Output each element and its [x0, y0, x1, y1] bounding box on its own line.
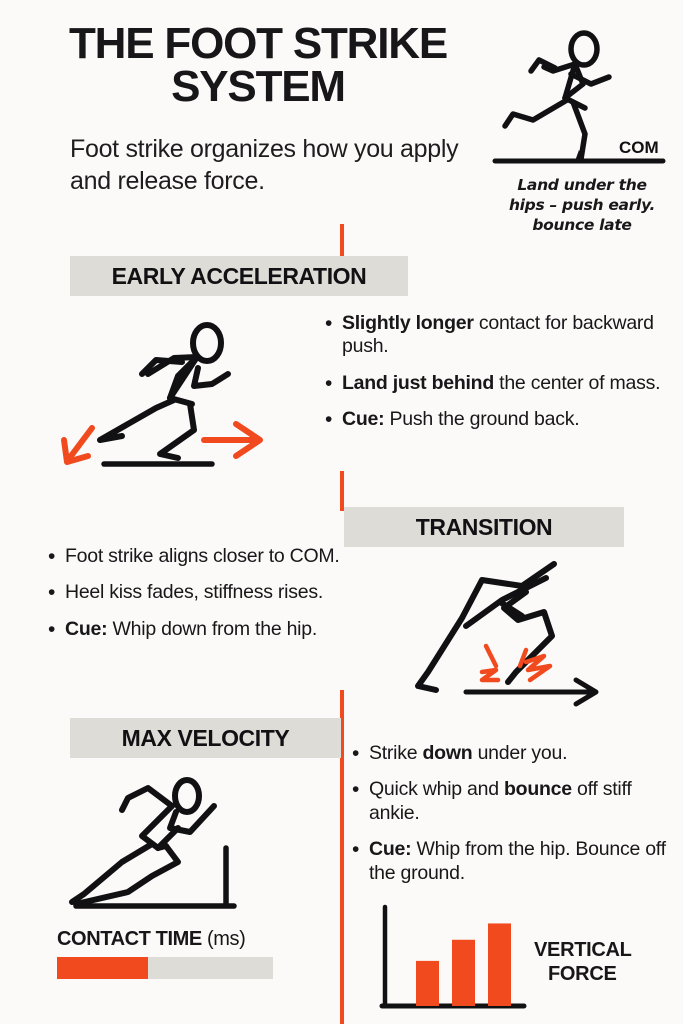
list-item: Foot strike aligns closer to COM. [48, 544, 348, 570]
bullet-strong: bounce [504, 778, 572, 801]
bullet-text: Push the ground back. [384, 408, 580, 431]
contact-time-label: CONTACT TIME (ms) [57, 928, 246, 951]
com-label: COM [619, 138, 659, 157]
contact-time-meter [57, 957, 273, 979]
bullet-strong: Cue: [369, 838, 412, 861]
bullet-text: Whip from the hip. Bounce off the ground… [369, 838, 666, 884]
bullet-tail: under you. [472, 742, 568, 764]
bullet-list-max-velocity: Strike down under you. Quick whip and bo… [352, 741, 670, 898]
bullet-text: contact for backward push. [342, 312, 654, 358]
hero-caption-line-2: hips – push early. [508, 195, 656, 214]
list-item: Cue: Push the ground back. [325, 407, 675, 433]
running-stick-figure-icon: COM [487, 22, 677, 167]
chart-bar [452, 939, 475, 1006]
bullet-strong: Cue: [342, 408, 385, 431]
list-item: Slightly longer contact for backward pus… [325, 311, 675, 359]
bullet-list-early-acceleration: Slightly longer contact for backward pus… [325, 311, 675, 445]
bullet-strong: down [422, 742, 473, 764]
list-item: Land just behind the center of mass. [325, 371, 675, 397]
bullet-strong: Cue: [65, 617, 108, 640]
upright-sprinter-icon [62, 766, 312, 910]
list-item: Heel kiss fades, stiffness rises. [48, 580, 348, 606]
list-item: Quick whip and bounce off stiff ankie. [352, 777, 670, 825]
bullet-text: Quick whip and [369, 778, 504, 801]
accent-divider-top [340, 224, 344, 256]
hero-caption-line-1: Land under the [517, 176, 647, 194]
bullet-text: the center of mass. [494, 371, 661, 394]
bullet-strong: Slightly longer [342, 312, 474, 334]
bullet-text: Foot strike aligns closer to COM. [65, 545, 340, 567]
section-title-early-acceleration: EARLY ACCELERATION [111, 262, 367, 289]
chart-bars [416, 923, 511, 1006]
bullet-strong: Land just behind [342, 371, 494, 394]
vertical-force-label-line-1: VERTICAL [534, 939, 632, 961]
contact-time-meter-fill [57, 957, 148, 979]
vertical-force-label-line-2: FORCE [548, 963, 617, 985]
section-title-max-velocity: MAX VELOCITY [121, 724, 290, 751]
contact-time-unit: (ms) [206, 928, 246, 950]
list-item: Cue: Whip from the hip. Bounce off the g… [352, 837, 670, 885]
bullet-tail: off stiff ankie. [369, 778, 632, 824]
contact-time-title: CONTACT TIME [57, 928, 202, 950]
page-subtitle: Foot strike organizes how you apply and … [70, 135, 459, 195]
section-header-transition: TRANSITION [344, 507, 624, 547]
section-header-early-acceleration: EARLY ACCELERATION [70, 256, 408, 296]
accent-divider-bottom [340, 690, 344, 1024]
leaning-sprinter-with-arrows-icon [52, 312, 322, 472]
chart-bar [488, 923, 511, 1006]
bullet-text: Whip down from the hip. [107, 617, 318, 640]
list-item: Strike down under you. [352, 741, 670, 767]
list-item: Cue: Whip down from the hip. [48, 617, 348, 643]
vertical-force-label: VERTICAL FORCE [534, 938, 654, 986]
hero-caption: Land under the hips – push early. bounce… [487, 176, 677, 235]
page-title: THE FOOT STRIKE SYSTEM [68, 19, 448, 112]
hero-caption-line-3: bounce late [532, 215, 632, 234]
section-header-max-velocity: MAX VELOCITY [70, 718, 341, 758]
section-title-transition: TRANSITION [415, 513, 553, 540]
bullet-list-transition: Foot strike aligns closer to COM. Heel k… [48, 544, 348, 654]
legs-with-impact-marks-icon [404, 556, 632, 707]
bullet-text: Strike [369, 742, 423, 764]
vertical-force-bar-chart [376, 904, 528, 1015]
chart-bar [416, 960, 439, 1006]
accent-divider-middle [340, 471, 344, 511]
bullet-text: Heel kiss fades, stiffness rises. [65, 581, 323, 604]
